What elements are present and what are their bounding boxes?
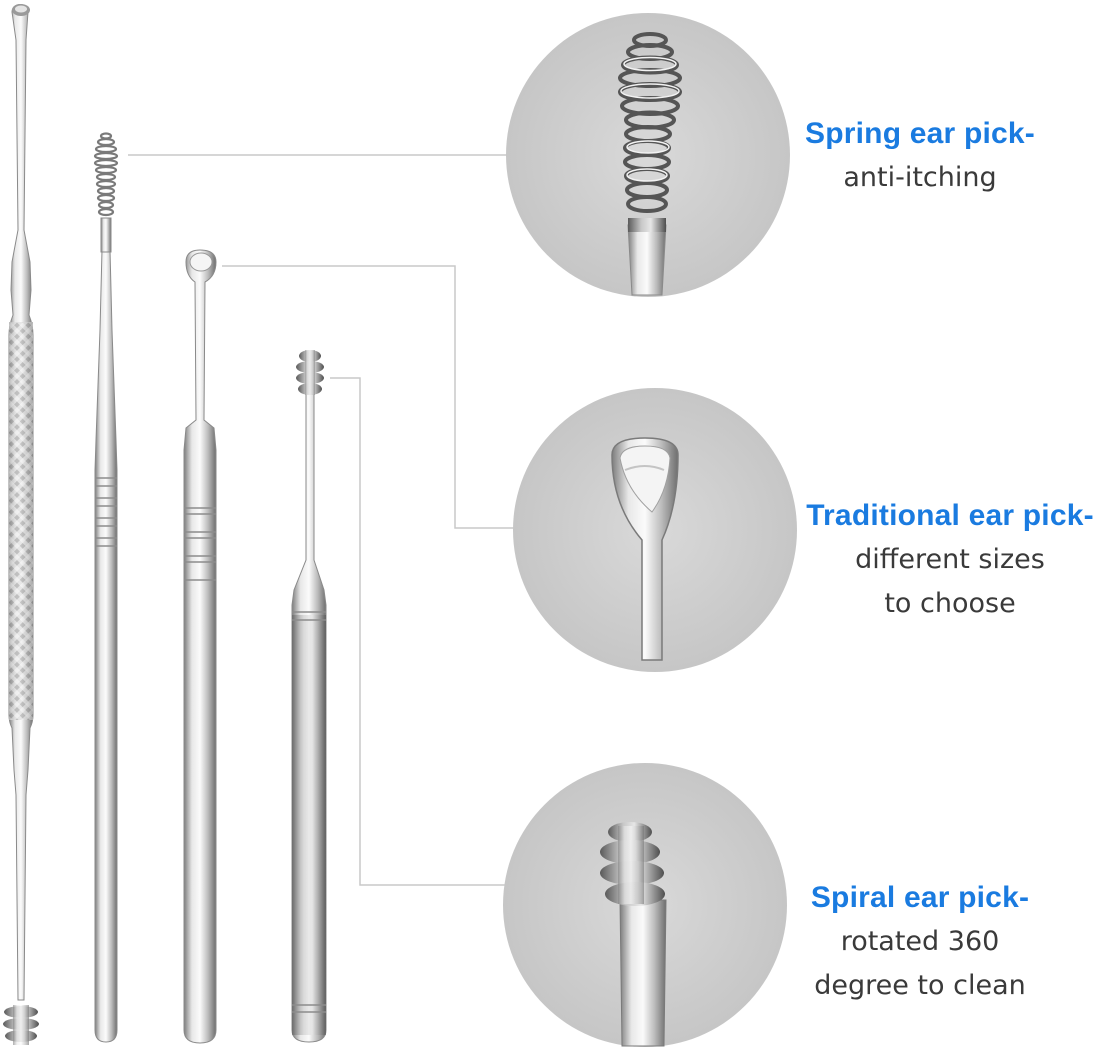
spring-pick-tool [93, 132, 119, 1043]
traditional-pick-tool [183, 249, 217, 1044]
spring-tip-closeup [506, 13, 790, 297]
traditional-line-2: to choose [884, 588, 1016, 619]
spiral-line-2: degree to clean [814, 970, 1026, 1001]
spiral-callout: Spiral ear pick- rotated 360 degree to c… [780, 876, 1060, 1008]
leader-lines [128, 154, 522, 886]
spiral-title: Spiral ear pick- [810, 881, 1030, 914]
spring-callout: Spring ear pick- anti-itching [790, 112, 1050, 200]
spiral-tip-closeup [503, 763, 787, 1047]
leader-line-spiral [330, 377, 510, 886]
spiral-pick-tool [291, 350, 327, 1043]
spring-line-1: anti-itching [843, 162, 997, 193]
traditional-callout: Traditional ear pick- different sizes to… [795, 494, 1105, 626]
spiral-line-1: rotated 360 [840, 926, 1000, 957]
double-ended-knurled-pick [3, 4, 39, 1045]
traditional-tip-closeup [513, 388, 797, 672]
spring-title: Spring ear pick- [805, 117, 1035, 150]
traditional-line-1: different sizes [855, 544, 1045, 575]
leader-line-traditional [222, 265, 522, 529]
traditional-title: Traditional ear pick- [806, 499, 1094, 532]
